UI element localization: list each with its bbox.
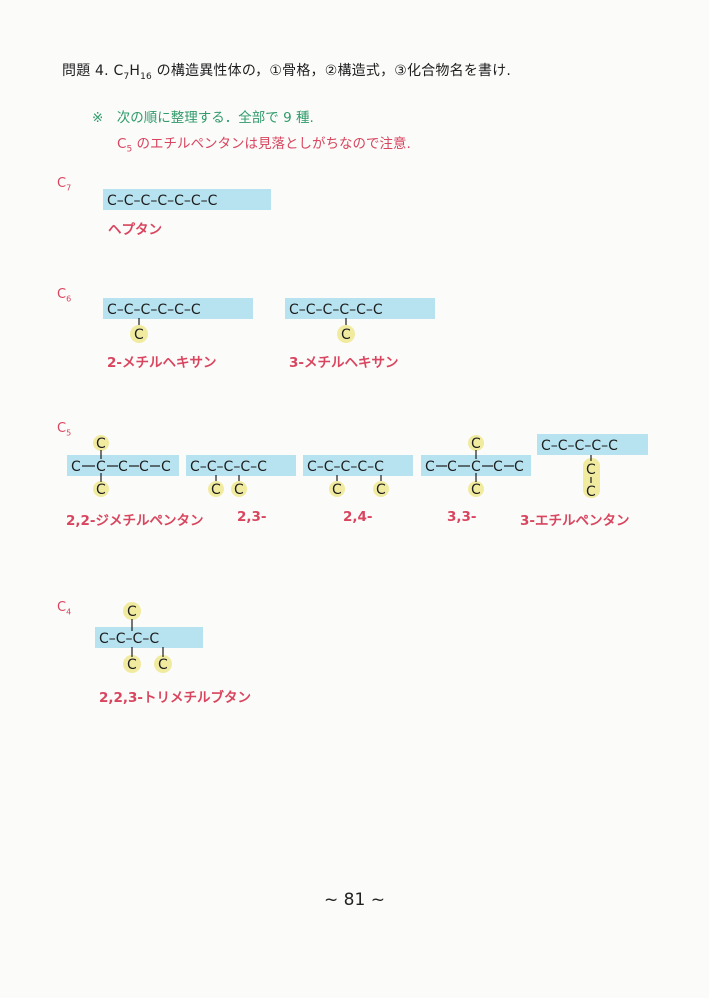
branch-carbon-top: C xyxy=(96,436,106,452)
chain-carbon-1: C xyxy=(71,459,81,475)
name-3-ethylpentane: 3-エチルペンタン xyxy=(520,513,630,529)
main-chain-highlight xyxy=(103,189,271,210)
branch-highlight-bottom xyxy=(468,481,484,497)
branch-carbon-bottom: C xyxy=(96,482,106,498)
note-line-1: ※ 次の順に整理する．全部で 9 種. xyxy=(92,110,314,126)
chain-carbon-4: C xyxy=(493,459,503,475)
branch-highlight-top xyxy=(468,435,484,451)
branch-highlight xyxy=(373,481,389,497)
name-2-2-dimethylpentane: 2,2-ジメチルペンタン xyxy=(66,513,204,529)
structure-2-2-dimethylpentane: C C C C C C C xyxy=(67,435,179,498)
branch-highlight xyxy=(208,481,224,497)
chain-carbon-2: C xyxy=(447,459,457,475)
branch-carbon: C xyxy=(158,657,168,673)
main-chain-highlight xyxy=(103,298,253,319)
branch-carbon: C xyxy=(134,327,144,343)
main-chain: C–C–C–C–C xyxy=(307,459,384,475)
branch-highlight-top xyxy=(123,602,141,620)
name-heptane: ヘプタン xyxy=(108,222,162,238)
name-3-3-dimethylpentane: 3,3- xyxy=(447,509,477,525)
main-chain: C–C–C–C–C xyxy=(190,459,267,475)
branch-carbon: C xyxy=(127,657,137,673)
branch-carbon-bottom: C xyxy=(471,482,481,498)
main-chain-highlight xyxy=(67,455,179,476)
main-chain-highlight xyxy=(421,455,531,476)
name-2-3-dimethylpentane: 2,3- xyxy=(237,509,267,525)
structure-3-ethylpentane: C–C–C–C–C C C xyxy=(537,434,648,500)
branch-carbon: C xyxy=(211,482,221,498)
branch-carbon-top: C xyxy=(127,604,137,620)
question-text: 問題 4. C7H16 の構造異性体の，①骨格，②構造式，③化合物名を書け. xyxy=(62,63,512,82)
chain-carbon-1: C xyxy=(425,459,435,475)
group-label-c7: C7 xyxy=(57,176,72,193)
group-label-c5: C5 xyxy=(57,421,72,438)
chain-carbon-3: C xyxy=(471,459,481,475)
chain-carbon-2: C xyxy=(96,459,106,475)
main-chain-highlight xyxy=(303,455,413,476)
main-chain: C–C–C–C–C xyxy=(541,438,618,454)
branch-carbon: C xyxy=(332,482,342,498)
structure-2-2-3-trimethylbutane: C C–C–C–C C C xyxy=(95,602,203,673)
name-2-4-dimethylpentane: 2,4- xyxy=(343,509,373,525)
main-chain-highlight xyxy=(95,627,203,648)
branch-highlight-bottom-left xyxy=(123,655,141,673)
branch-highlight-bottom xyxy=(93,481,109,497)
branch-highlight xyxy=(130,325,148,343)
group-label-c4: C4 xyxy=(57,600,72,617)
structure-2-3-dimethylpentane: C–C–C–C–C C C xyxy=(186,455,296,498)
name-3-methylhexane: 3-メチルヘキサン xyxy=(289,355,399,371)
main-chain: C–C–C–C xyxy=(99,631,159,647)
main-chain: C–C–C–C–C–C xyxy=(289,302,383,318)
main-chain-highlight xyxy=(186,455,296,476)
name-2-2-3-trimethylbutane: 2,2,3-トリメチルブタン xyxy=(99,690,252,706)
branch-highlight-bottom-right xyxy=(154,655,172,673)
structure-3-methylhexane: C–C–C–C–C–C C xyxy=(285,298,435,343)
main-chain: C–C–C–C–C–C xyxy=(107,302,201,318)
branch-carbon: C xyxy=(376,482,386,498)
branch-highlight xyxy=(231,481,247,497)
branch-carbon-2: C xyxy=(586,484,596,500)
page-number: ~ 81 ~ xyxy=(324,890,385,910)
main-chain-highlight xyxy=(537,434,648,455)
branch-carbon: C xyxy=(234,482,244,498)
structure-2-methylhexane: C–C–C–C–C–C C xyxy=(103,298,253,343)
chain-carbon-5: C xyxy=(161,459,171,475)
main-chain: C–C–C–C–C–C–C xyxy=(107,193,218,209)
main-chain-highlight xyxy=(285,298,435,319)
note-line-2: C5 のエチルペンタンは見落としがちなので注意. xyxy=(117,136,411,155)
branch-highlight xyxy=(329,481,345,497)
branch-highlight xyxy=(337,325,355,343)
branch-carbon: C xyxy=(341,327,351,343)
branch-carbon-top: C xyxy=(471,436,481,452)
chain-carbon-4: C xyxy=(139,459,149,475)
group-label-c6: C6 xyxy=(57,287,72,304)
structure-2-4-dimethylpentane: C–C–C–C–C C C xyxy=(303,455,413,498)
branch-carbon-1: C xyxy=(586,462,596,478)
chain-carbon-3: C xyxy=(118,459,128,475)
branch-highlight-top xyxy=(93,435,109,451)
chain-carbon-5: C xyxy=(514,459,524,475)
name-2-methylhexane: 2-メチルヘキサン xyxy=(107,355,217,371)
structure-3-3-dimethylpentane: C C C C C C C xyxy=(421,435,531,498)
structure-heptane: C–C–C–C–C–C–C xyxy=(103,189,271,210)
